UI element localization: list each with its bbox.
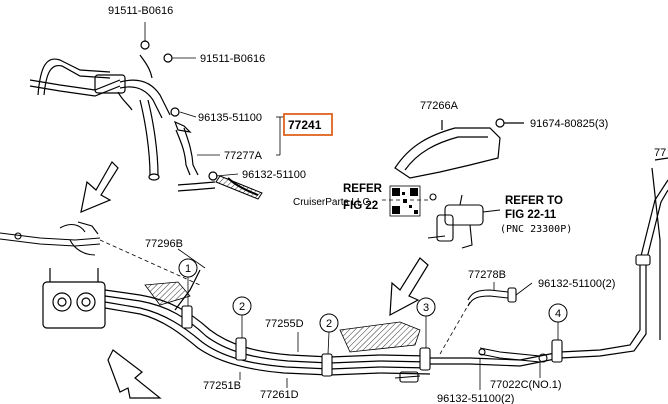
callout-2a: 2 [232, 296, 252, 316]
callout-4: 4 [548, 303, 568, 323]
callout-number: 2 [239, 301, 245, 313]
label-tube-77296b[interactable]: 77296B [145, 238, 183, 250]
label-tube-77255d[interactable]: 77255D [265, 318, 304, 330]
main-tube-bundle [104, 179, 668, 376]
qr-code-icon [389, 185, 421, 217]
callout-number: 2 [326, 318, 332, 330]
label-clamp-bottom[interactable]: 96132-51100(2) [437, 393, 514, 404]
protector-77266a [394, 118, 524, 179]
label-refer-right-1: REFER TO [505, 195, 563, 207]
hatched-protector [339, 321, 421, 353]
dashed-leaders [99, 199, 471, 355]
label-refer-right-3: (PNC 23300P) [500, 224, 572, 235]
label-refer-left-2: FIG 22 [343, 200, 378, 212]
label-refer-left-1: REFER [343, 183, 383, 195]
callout-1: 1 [178, 258, 198, 278]
callout-number: 4 [555, 308, 561, 320]
label-part-highlight[interactable]: 77241 [288, 118, 322, 132]
leader-lines-upper [144, 22, 284, 177]
label-clamp-right[interactable]: 96132-51100(2) [538, 278, 615, 290]
arrow-icon [389, 257, 429, 317]
label-clamp-lower[interactable]: 96132-51100 [242, 169, 306, 181]
label-tube-77261d[interactable]: 77261D [260, 389, 299, 401]
canister-left [42, 268, 106, 329]
label-bolt-top[interactable]: 91511-B0616 [108, 5, 173, 17]
right-hoses [394, 287, 548, 383]
label-cut-right[interactable]: 77 [654, 147, 666, 159]
label-refer-right-2[interactable]: FIG 22-11 [505, 209, 557, 221]
callout-2b: 2 [319, 313, 339, 333]
label-tube-77022c[interactable]: 77022C(NO.1) [490, 379, 562, 391]
highlight-box[interactable] [283, 113, 333, 136]
label-tube-77278b[interactable]: 77278B [468, 269, 506, 281]
label-bolt-second[interactable]: 91511-B0616 [200, 53, 265, 65]
label-protector[interactable]: 77266A [420, 100, 459, 112]
label-bolt-right[interactable]: 91674-80825(3) [530, 118, 608, 130]
watermark-text: CruiserParts LLC [293, 197, 370, 208]
right-frame [651, 157, 668, 340]
callout-number: 1 [185, 263, 191, 275]
left-bundle [0, 221, 101, 256]
tube-clamps [181, 254, 651, 377]
leader-lines-lower [177, 248, 559, 390]
callout-number: 3 [423, 302, 429, 314]
label-clamp-upper[interactable]: 96135-51100 [198, 112, 262, 124]
label-tube-77251b[interactable]: 77251B [203, 380, 241, 392]
arrow-icon [107, 349, 162, 399]
fuel-pump [427, 193, 501, 249]
callout-3: 3 [416, 297, 436, 317]
label-hose-77277a[interactable]: 77277A [224, 150, 263, 162]
arrow-icon [80, 161, 119, 213]
